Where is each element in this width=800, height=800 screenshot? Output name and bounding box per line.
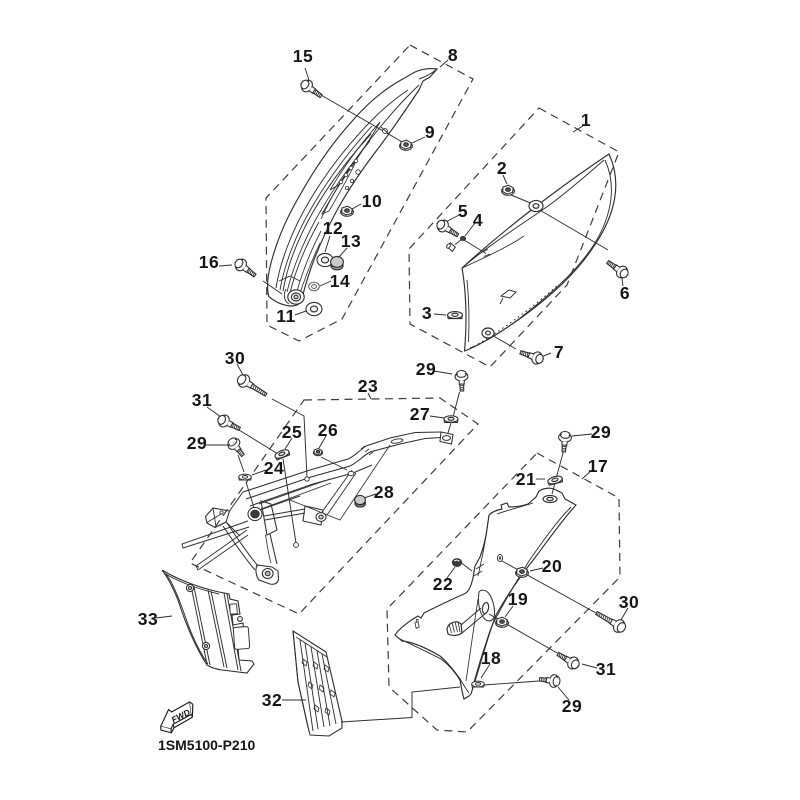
svg-text:23: 23 <box>358 376 378 396</box>
svg-text:8: 8 <box>448 45 458 65</box>
svg-text:1SM5100-P210: 1SM5100-P210 <box>158 737 256 753</box>
svg-text:5: 5 <box>458 201 468 221</box>
svg-text:15: 15 <box>293 46 313 66</box>
svg-text:4: 4 <box>473 210 483 230</box>
svg-text:25: 25 <box>282 422 302 442</box>
svg-text:29: 29 <box>562 696 582 716</box>
svg-text:24: 24 <box>264 458 284 478</box>
svg-text:20: 20 <box>542 556 562 576</box>
svg-text:1: 1 <box>581 110 591 130</box>
svg-text:18: 18 <box>481 648 501 668</box>
svg-text:14: 14 <box>330 271 350 291</box>
svg-text:29: 29 <box>416 359 436 379</box>
svg-text:19: 19 <box>508 589 528 609</box>
svg-text:7: 7 <box>554 342 564 362</box>
svg-text:33: 33 <box>138 609 158 629</box>
svg-text:10: 10 <box>362 191 382 211</box>
svg-text:2: 2 <box>497 158 507 178</box>
svg-text:27: 27 <box>410 404 430 424</box>
svg-text:9: 9 <box>425 122 435 142</box>
svg-text:30: 30 <box>619 592 639 612</box>
svg-text:22: 22 <box>433 574 453 594</box>
svg-text:6: 6 <box>620 283 630 303</box>
svg-text:13: 13 <box>341 231 361 251</box>
svg-text:28: 28 <box>374 482 394 502</box>
svg-text:3: 3 <box>422 303 432 323</box>
svg-text:11: 11 <box>276 306 296 326</box>
svg-text:16: 16 <box>199 252 219 272</box>
svg-text:17: 17 <box>588 456 608 476</box>
svg-text:29: 29 <box>187 433 207 453</box>
svg-text:21: 21 <box>516 469 536 489</box>
svg-text:12: 12 <box>323 218 343 238</box>
svg-text:31: 31 <box>192 390 212 410</box>
svg-text:26: 26 <box>318 420 338 440</box>
svg-text:29: 29 <box>591 422 611 442</box>
svg-text:31: 31 <box>596 659 616 679</box>
svg-text:30: 30 <box>225 348 245 368</box>
svg-text:32: 32 <box>262 690 282 710</box>
